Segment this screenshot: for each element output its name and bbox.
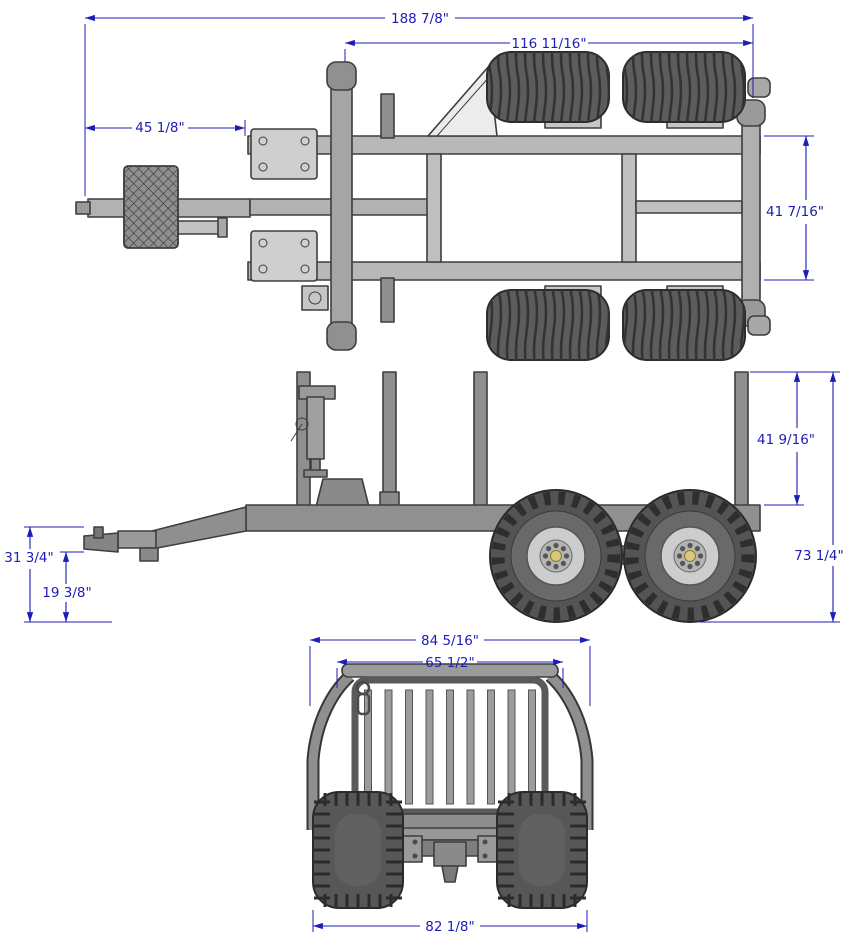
side-bunk-pedestal	[315, 478, 370, 508]
dim-overall-width: 84 5/16"	[310, 633, 590, 649]
top-frame-rail-bottom	[247, 261, 761, 281]
top-axle-stub-1	[747, 77, 771, 98]
top-cross-member-1	[426, 153, 442, 263]
side-view	[83, 371, 761, 623]
front-tire-left	[312, 791, 404, 909]
dim-overall-height-label: 73 1/4"	[794, 548, 843, 564]
front-tire-right	[496, 791, 588, 909]
side-coupler	[117, 530, 157, 549]
dim-overall-length-label: 188 7/8"	[391, 11, 449, 27]
top-rear-mid-member	[635, 200, 743, 214]
dim-headboard-inner-width-label: 65 1/2"	[425, 655, 474, 671]
dim-track-width: 82 1/8"	[313, 919, 587, 935]
tire-lugs	[314, 793, 402, 907]
top-frame-rail-top	[247, 135, 761, 155]
side-hitch-pin	[93, 526, 104, 539]
side-hitch-tip	[83, 532, 119, 553]
side-stake-3	[473, 371, 488, 509]
side-stake-2	[382, 371, 397, 509]
top-cross-member-2	[621, 153, 637, 263]
dim-stake-height-label: 41 9/16"	[757, 432, 815, 448]
dim-hitch-height-label: 31 3/4"	[4, 550, 53, 566]
tire-lugs	[498, 793, 586, 907]
lug-bolts	[542, 542, 570, 570]
top-winch-shaft-cap	[217, 217, 228, 238]
side-wheel-front	[489, 489, 623, 623]
top-tire-rear-right	[622, 289, 746, 361]
dim-frame-length: 116 11/16"	[345, 36, 753, 52]
dim-headboard-inner-width: 65 1/2"	[337, 655, 563, 671]
top-winch-latch	[301, 285, 329, 311]
dim-coupler-height: 19 3/8"	[42, 552, 92, 622]
dim-stake-height: 41 9/16"	[757, 372, 815, 505]
top-axle-stub-2	[747, 315, 771, 336]
side-under-bracket	[139, 547, 159, 562]
top-mounting-plate-upper	[250, 128, 318, 180]
dim-overall-height: 73 1/4"	[794, 372, 844, 622]
top-tire-rear-left	[622, 51, 746, 123]
dim-frame-width-label: 41 7/16"	[766, 204, 824, 220]
top-view	[75, 51, 771, 361]
top-winch-drum	[123, 165, 179, 249]
top-tire-front-right	[486, 289, 610, 361]
side-jack-stand	[290, 385, 336, 478]
top-view-dimensions: 188 7/8" 116 11/16" 45 1/8" 41 7/16"	[84, 11, 824, 281]
top-stake-lower	[380, 277, 395, 323]
dim-tongue-length: 45 1/8"	[85, 120, 246, 136]
dim-overall-width-label: 84 5/16"	[421, 633, 479, 649]
top-front-bunk	[330, 77, 353, 331]
front-headboard	[306, 663, 594, 830]
top-mounting-plate-lower	[250, 230, 318, 282]
front-center-hitch	[433, 841, 467, 883]
front-view-dimensions: 84 5/16" 65 1/2" 82 1/8"	[309, 633, 591, 935]
dim-coupler-height-label: 19 3/8"	[42, 585, 91, 601]
top-stake-upper	[380, 93, 395, 139]
lug-bolts	[676, 542, 704, 570]
top-tire-front-left	[486, 51, 610, 123]
side-wheel-rear	[623, 489, 757, 623]
front-view	[306, 663, 594, 909]
dim-overall-length: 188 7/8"	[85, 11, 753, 27]
dim-frame-width: 41 7/16"	[766, 135, 824, 280]
headboard-slats	[364, 689, 536, 805]
top-winch-shaft	[177, 220, 221, 235]
top-hitch-tip	[75, 201, 91, 215]
dim-frame-length-label: 116 11/16"	[511, 36, 586, 52]
shackle	[355, 680, 371, 716]
top-bunk-stake-top	[326, 61, 357, 91]
dim-tongue-length-label: 45 1/8"	[135, 120, 184, 136]
dim-track-width-label: 82 1/8"	[425, 919, 474, 935]
dim-hitch-height: 31 3/4"	[4, 527, 54, 622]
side-stake-4	[734, 371, 749, 509]
top-bunk-stake-bottom	[326, 321, 357, 351]
top-rear-crossbar	[741, 117, 761, 307]
side-tongue	[151, 506, 247, 550]
side-view-dimensions: 41 9/16" 73 1/4" 31 3/4" 19 3/8"	[4, 371, 844, 623]
